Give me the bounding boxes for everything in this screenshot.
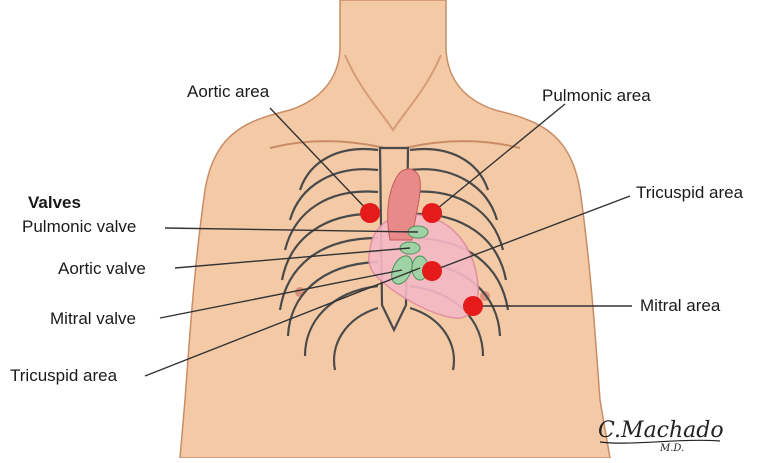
tricuspid-area-left-label: Tricuspid area: [10, 366, 117, 386]
pulmonic-area-dot: [422, 203, 442, 223]
pulmonic-area-label: Pulmonic area: [542, 86, 651, 106]
tricuspid-area-right-label: Tricuspid area: [636, 183, 743, 203]
mitral-area-label: Mitral area: [640, 296, 720, 316]
tricuspid-area-dot: [422, 261, 442, 281]
mitral-area-dot: [463, 296, 483, 316]
aortic-valve-label: Aortic valve: [58, 259, 146, 279]
mitral-valve-label: Mitral valve: [50, 309, 136, 329]
signature-name: C.Machado: [598, 418, 724, 443]
signature-suffix: M.D.: [660, 443, 684, 454]
valves-heading: Valves: [28, 193, 81, 213]
aortic-area-dot: [360, 203, 380, 223]
pulmonic-valve-label: Pulmonic valve: [22, 217, 136, 237]
aortic-area-label: Aortic area: [187, 82, 269, 102]
